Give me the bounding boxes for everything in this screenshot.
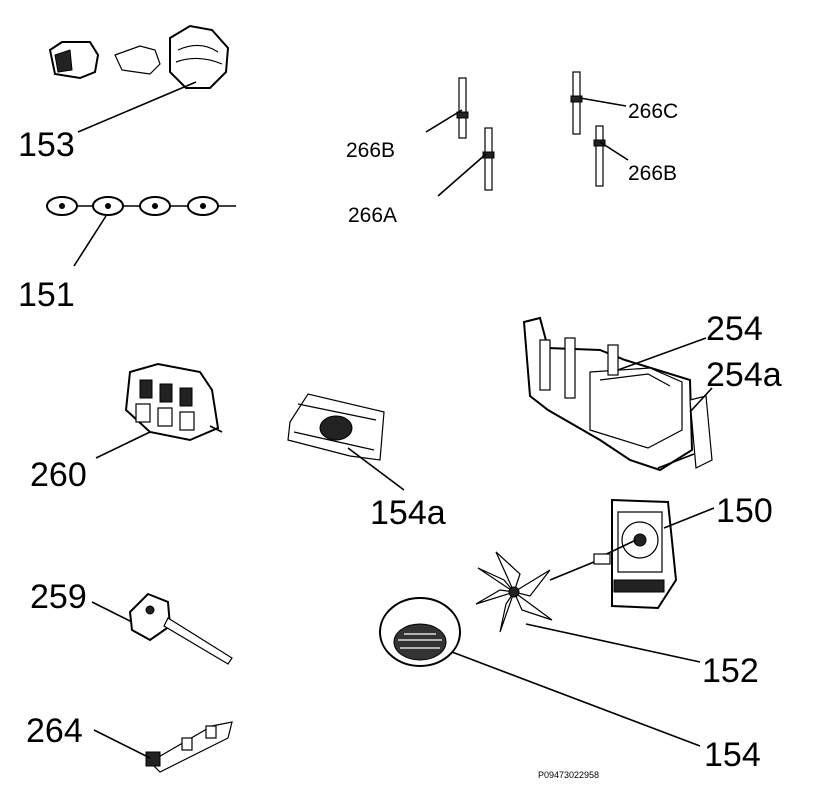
part-266b-right-pin — [593, 125, 606, 187]
leader-266b-left — [425, 109, 463, 133]
label-254a: 254a — [706, 356, 782, 394]
label-151: 151 — [18, 276, 75, 314]
leader-152 — [525, 623, 701, 663]
part-152-fan-blade — [475, 551, 553, 633]
label-154a: 154a — [370, 494, 446, 532]
part-264-connector — [145, 721, 233, 773]
leader-151 — [73, 215, 107, 267]
label-264: 264 — [26, 712, 83, 750]
leader-260 — [95, 431, 151, 459]
leader-254a — [689, 387, 713, 413]
leader-153 — [77, 81, 197, 133]
label-259: 259 — [30, 578, 87, 616]
label-266a: 266A — [348, 204, 397, 227]
part-151-bulb-chain — [46, 196, 236, 216]
leader-152-shaft — [549, 561, 595, 581]
label-254: 254 — [706, 310, 763, 348]
label-154: 154 — [704, 736, 761, 774]
leader-254 — [617, 337, 707, 371]
label-266b-left: 266B — [346, 139, 395, 162]
label-260: 260 — [30, 456, 87, 494]
leader-264 — [93, 729, 151, 759]
label-150: 150 — [716, 492, 773, 530]
leader-154 — [451, 651, 701, 747]
part-153-knob-assembly — [48, 24, 230, 89]
leader-259 — [91, 601, 133, 623]
part-266a-pin — [482, 127, 495, 191]
part-260-switch — [124, 362, 223, 442]
label-266c: 266C — [628, 100, 678, 123]
leader-266b-right — [599, 141, 629, 161]
diagram-code: P09473022958 — [538, 770, 599, 780]
leader-150 — [663, 507, 715, 529]
part-259-thermostat — [128, 592, 233, 665]
label-266b-right: 266B — [628, 162, 677, 185]
part-150-fan-motor — [593, 498, 678, 610]
part-154a-gasket — [287, 393, 385, 461]
label-153: 153 — [18, 126, 75, 164]
leader-266c — [579, 97, 627, 107]
leader-266a — [437, 153, 487, 197]
part-266c-pin — [570, 71, 583, 135]
part-266b-left-pin — [456, 77, 469, 139]
leader-154a — [347, 447, 405, 491]
part-254-housing — [522, 316, 713, 472]
part-154-grille — [379, 597, 461, 667]
label-152: 152 — [702, 652, 759, 690]
